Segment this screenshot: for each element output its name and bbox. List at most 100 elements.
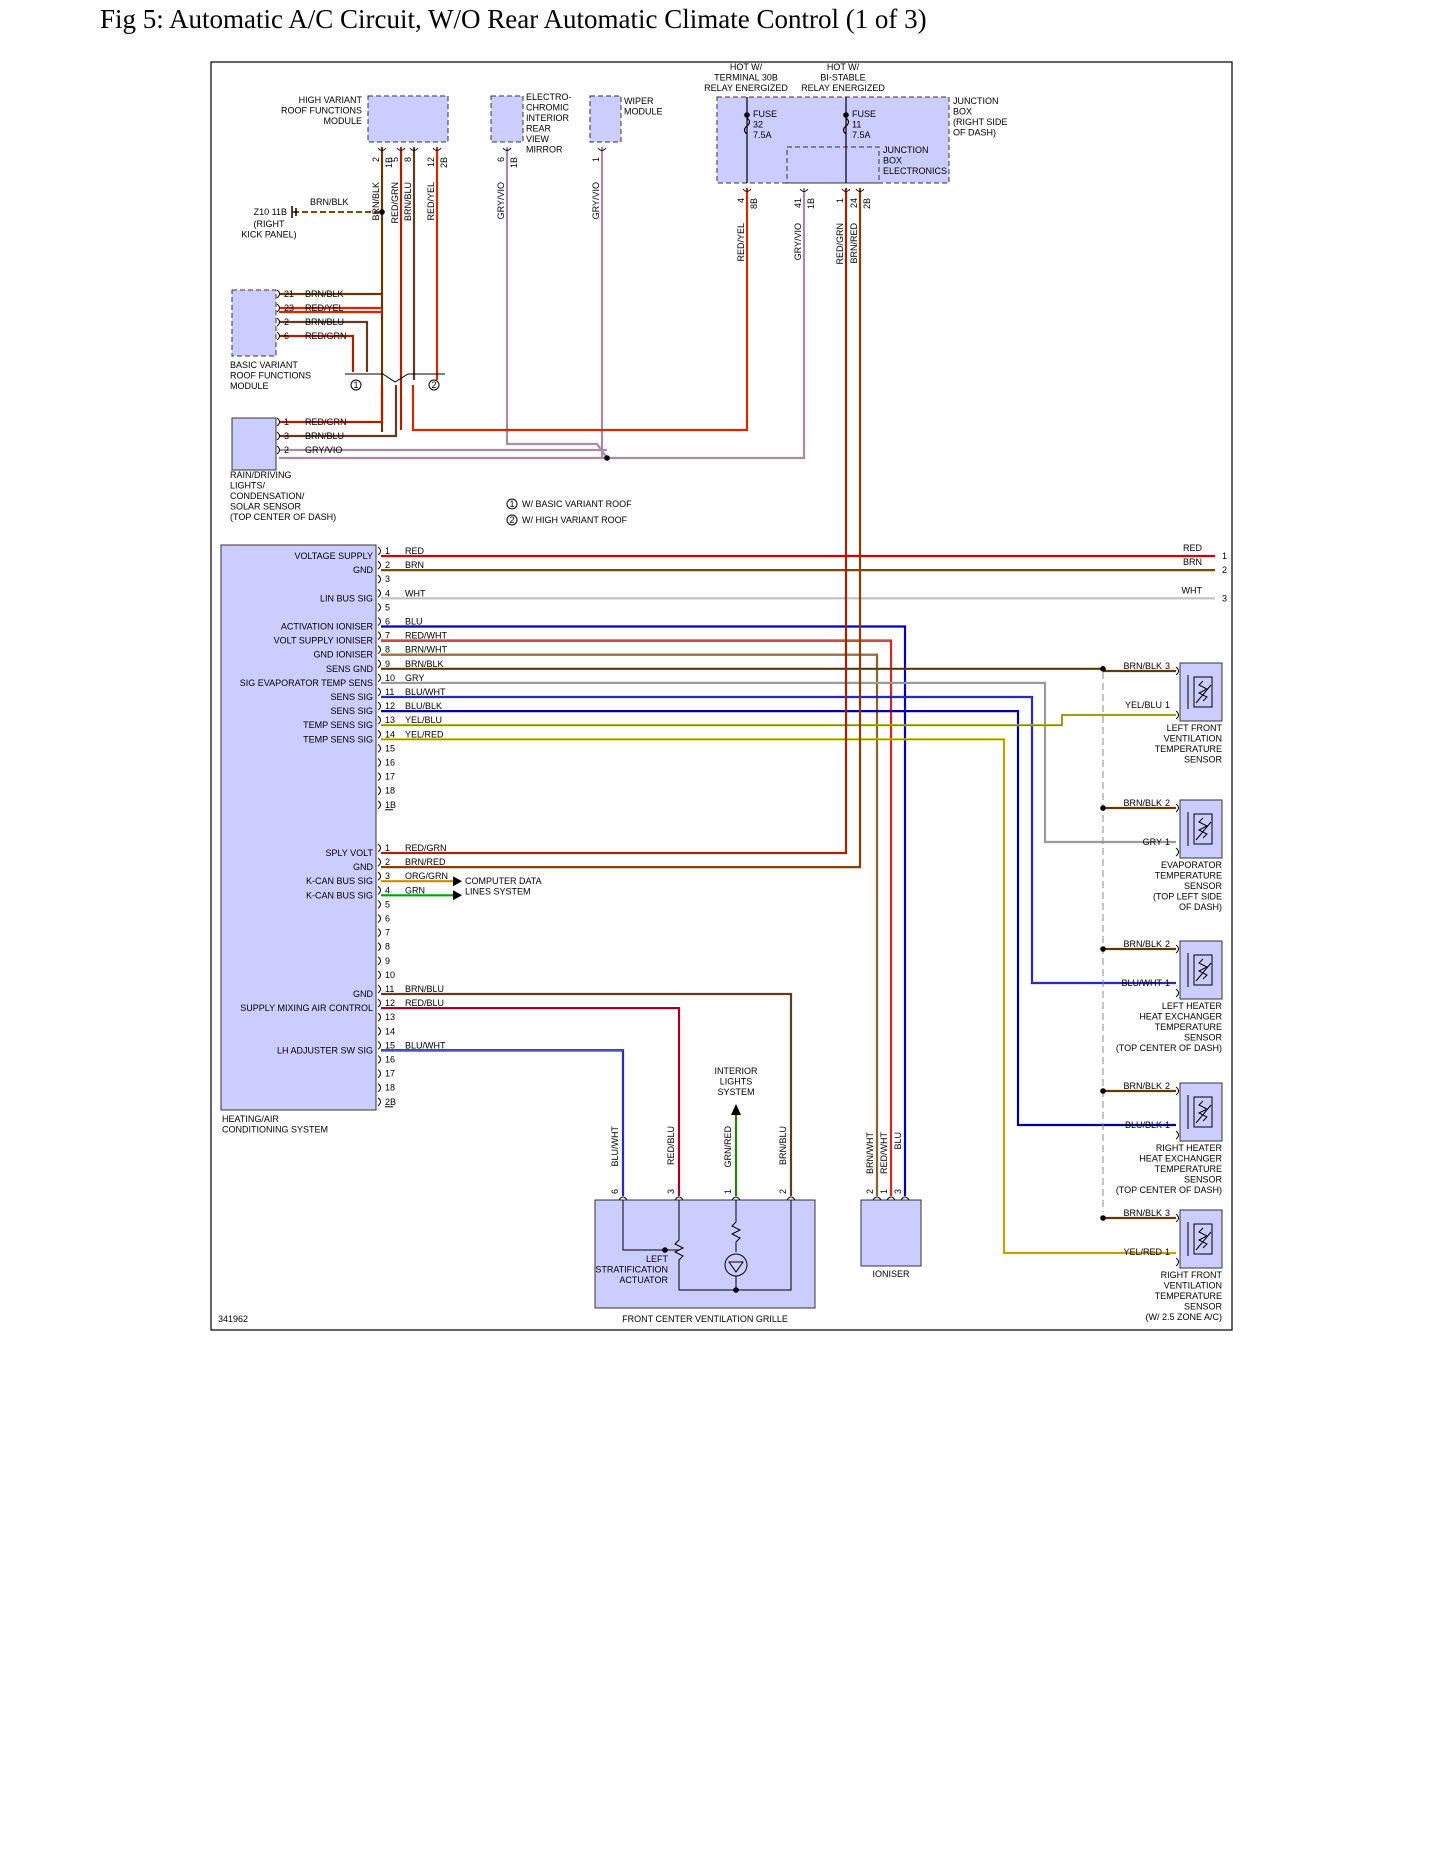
label-line: 1 <box>723 1189 733 1194</box>
thermistor-body <box>1193 676 1213 708</box>
label-line: GRN <box>405 885 425 895</box>
top-pin-b: 2B <box>862 198 872 209</box>
label-line: BOX <box>953 107 972 117</box>
label-line: BRN/BLU <box>778 1126 788 1165</box>
hvac-conn2-chevron <box>377 998 381 1008</box>
top-wire-label: BRN/RED <box>849 223 859 264</box>
hvac-conn2-pin: 12 <box>385 998 395 1008</box>
label-line: GND <box>353 565 374 575</box>
label-line: SENSOR <box>1184 1175 1223 1185</box>
label-line: BLU/WHT <box>405 687 446 697</box>
label-line: 4 <box>385 588 390 598</box>
label-line: RED/YEL <box>736 223 746 262</box>
sensor-pin1: 3 <box>1165 661 1170 671</box>
label-line: 6 <box>385 914 390 924</box>
bvrf-w3-stripe <box>279 321 368 372</box>
label-line: RED/BLU <box>666 1126 676 1165</box>
label-line: W/ BASIC VARIANT ROOF <box>522 499 632 509</box>
grille-red-blu-stripe <box>381 1007 680 1196</box>
ioniser-label: IONISER <box>872 1269 910 1279</box>
hvac-conn2-chevron <box>377 1097 381 1107</box>
label-line: LINES SYSTEM <box>465 887 531 897</box>
hvac-conn1-pin: 18 <box>385 786 395 796</box>
label-line: CONDITIONING SYSTEM <box>222 1125 328 1135</box>
hvac-conn1-pin: 4 <box>385 588 390 598</box>
rain-wire-label: RED/GRN <box>305 417 347 427</box>
label-line: STRATIFICATION <box>595 1265 668 1275</box>
rain-connector <box>276 445 280 455</box>
fuse-symbol <box>743 117 751 135</box>
label-line: 1 <box>284 417 289 427</box>
rain-connector <box>276 431 280 441</box>
label-line: KICK PANEL) <box>241 230 296 240</box>
top-connector <box>855 188 865 192</box>
label-line: 341962 <box>218 1314 248 1324</box>
top-wire-label: RED/YEL <box>426 182 436 221</box>
ground-id: Z10 11B <box>254 207 287 217</box>
label-line: RED/YEL <box>305 303 344 313</box>
label-line: GND <box>353 989 374 999</box>
ioniser-pin: 2 <box>865 1189 875 1194</box>
label-line: YEL/RED <box>1123 1247 1162 1257</box>
hvac-conn1-pin: 8 <box>385 645 390 655</box>
label-line: ROOF FUNCTIONS <box>230 371 311 381</box>
label-line: 14 <box>385 1026 395 1036</box>
ioniser-wire-label: BLU <box>893 1132 903 1150</box>
grille-wire-label: GRN/RED <box>723 1126 733 1168</box>
label-line: LIGHTS <box>720 1077 753 1087</box>
basic-variant-roof-module <box>231 289 277 357</box>
label-line: SENS SIG <box>330 706 373 716</box>
hvac-conn1-wire: BRN <box>405 560 424 570</box>
top-pin-b: 1B <box>384 157 394 168</box>
hvac-conn2-wire: ORG/GRN <box>405 871 448 881</box>
top-pin-b: 2B <box>439 157 449 168</box>
right-heater-sig-stripe <box>381 710 1176 1126</box>
top-connector <box>432 147 442 151</box>
label-line: 15 <box>385 1040 395 1050</box>
label-line: VOLT SUPPLY IONISER <box>274 636 374 646</box>
hvac-conn1-wire: BRN/BLK <box>405 659 444 669</box>
top-pin: 1 <box>591 157 601 162</box>
label-line: BRN/WHT <box>405 645 447 655</box>
page-title: Fig 5: Automatic A/C Circuit, W/O Rear A… <box>100 4 927 34</box>
label-line: 1 <box>879 1189 889 1194</box>
bvrf-pin: 23 <box>284 303 294 313</box>
label-line: 5 <box>385 602 390 612</box>
hvac-conn1-signal: LIN BUS SIG <box>320 593 373 603</box>
edge-pin: 1 <box>1222 551 1227 561</box>
label-line: TEMPERATURE <box>1155 1164 1222 1174</box>
label-line: (RIGHT SIDE <box>953 117 1007 127</box>
hvac-conn1-pin: 3 <box>385 574 390 584</box>
rain-pin: 2 <box>284 445 289 455</box>
sensor-connector <box>1175 847 1179 857</box>
label-line: (TOP LEFT SIDE <box>1153 892 1222 902</box>
label-line: 8B <box>749 198 759 209</box>
hvac-conn2-pin: 15 <box>385 1040 395 1050</box>
ioniser-module <box>860 1199 922 1267</box>
sensor-connector <box>1175 1257 1179 1267</box>
grille-internal <box>622 1200 679 1251</box>
label-line: JUNCTION <box>953 96 999 106</box>
top-connector <box>799 188 809 192</box>
label-line: GND IONISER <box>313 650 373 660</box>
label-line: 3 <box>385 871 390 881</box>
left-front-sig-stripe <box>381 714 1176 726</box>
label-line: 17 <box>385 772 395 782</box>
label-line: Z10 11B <box>254 207 287 217</box>
label-line: 4 <box>736 198 746 203</box>
hvac-conn2-signal: K-CAN BUS SIG <box>306 876 373 886</box>
top-pin: 1 <box>835 198 845 203</box>
label-line: 1 <box>385 546 390 556</box>
ioniser-red-wht-stripe <box>381 640 892 1196</box>
hvac-conn1-pin: 9 <box>385 659 390 669</box>
top-connector <box>597 147 607 151</box>
label-line: 12 <box>426 157 436 167</box>
sensor-gnd-splice <box>1100 805 1106 811</box>
label-line: RELAY ENERGIZED <box>801 83 885 93</box>
hvac-conn1-signal: TEMP SENS SIG <box>303 734 373 744</box>
hvac-conn1-wire: RED <box>405 546 425 556</box>
label-line: 13 <box>385 715 395 725</box>
label-line: 1 <box>509 499 514 509</box>
